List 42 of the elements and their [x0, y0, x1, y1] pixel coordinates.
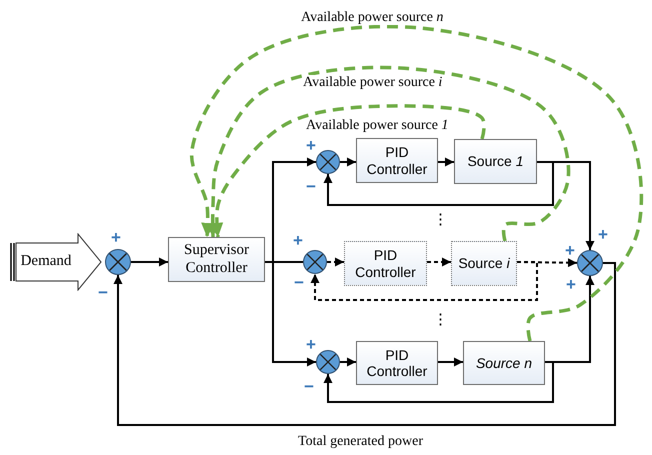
arrow — [516, 258, 578, 268]
sign-label: + — [111, 229, 121, 246]
arrow — [438, 158, 454, 166]
source-box: Source 1 — [454, 139, 537, 184]
controller-box: Supervisor Controller — [168, 237, 265, 282]
arrow — [324, 161, 554, 206]
controller-box: PID Controller — [356, 138, 438, 183]
edge-label: Available power source i — [302, 75, 444, 90]
arrow — [340, 158, 356, 166]
source-box: Source i — [451, 241, 517, 286]
summing-junction — [577, 250, 603, 276]
sign-label: − — [306, 178, 316, 195]
summing-junction — [316, 150, 340, 174]
arrow — [310, 261, 538, 301]
sign-label: + — [565, 242, 575, 259]
sign-label: − — [294, 274, 304, 291]
arrow — [438, 358, 463, 366]
arrow — [324, 361, 554, 403]
edge-label: Available power source 1 — [305, 118, 450, 134]
controller-box: PID Controller — [344, 241, 427, 286]
edge-label: Available power source n — [300, 10, 444, 26]
summing-junction — [105, 249, 131, 275]
arrow — [327, 258, 344, 266]
summing-junction — [316, 350, 340, 374]
controller-box: PID Controller — [356, 341, 438, 385]
ellipsis: ⋮ — [433, 212, 448, 227]
sign-label: − — [304, 378, 314, 395]
arrow — [114, 262, 616, 426]
sign-label: + — [566, 276, 576, 293]
summing-junction — [303, 250, 327, 274]
sign-label: + — [293, 232, 303, 249]
arrow — [131, 258, 168, 266]
sign-label: + — [598, 226, 608, 243]
arrow — [265, 261, 316, 366]
arrow — [427, 258, 451, 266]
feedback-arrow — [190, 24, 644, 342]
edge-label: Total generated power — [297, 434, 424, 450]
ellipsis: ⋮ — [433, 312, 448, 327]
sign-label: + — [306, 137, 316, 154]
arrow — [340, 358, 356, 366]
source-box: Source n — [463, 341, 545, 385]
sign-label: + — [306, 336, 316, 353]
